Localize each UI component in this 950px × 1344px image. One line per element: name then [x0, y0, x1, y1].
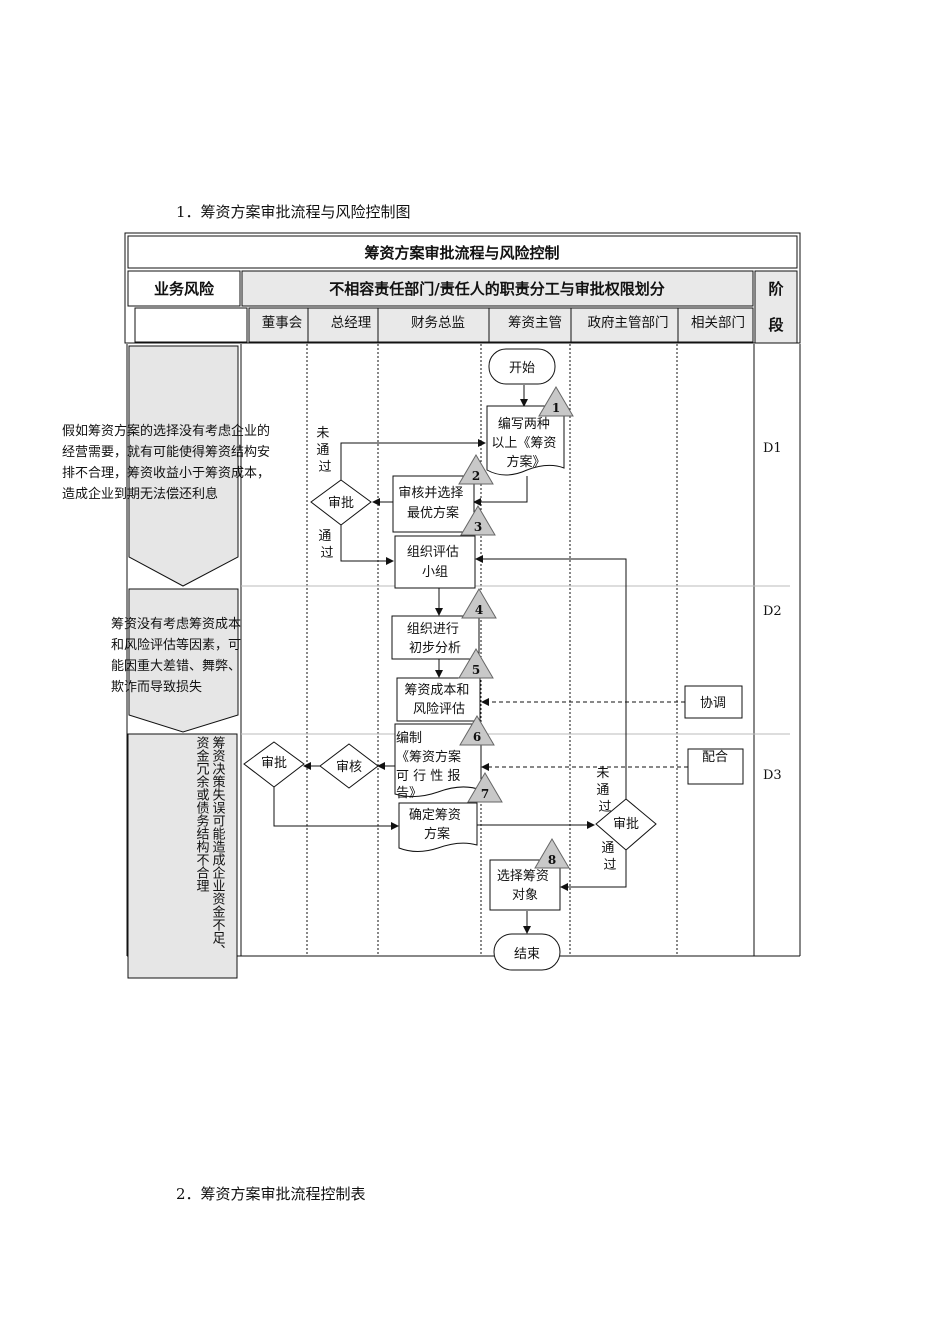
cooperate-node	[687, 748, 744, 785]
step-badge-6: 6	[459, 715, 495, 746]
write-plan-node	[486, 405, 565, 476]
flow-arrow	[340, 439, 486, 480]
stage-header-1: 阶	[768, 280, 784, 298]
step-badge-2: 2	[458, 454, 494, 485]
step-badge-7: 7	[467, 772, 503, 803]
svg-text:7: 7	[481, 787, 489, 801]
risk-text-1: 假如筹资方案的选择没有考虑企业的 经营需要，就有可能使得筹资结构安 排不合理，筹…	[62, 423, 274, 502]
stage-header-cell	[754, 270, 798, 344]
step-badge-1: 1	[538, 386, 574, 417]
cooperate-label: 配合	[702, 750, 728, 765]
stage-d3: D3	[763, 768, 782, 783]
approve-gm-label: 审批	[328, 496, 354, 511]
approve-board-node	[243, 741, 305, 788]
cost-risk-evaluation-node	[396, 677, 481, 722]
stage-d2: D2	[763, 604, 782, 619]
end-node	[493, 933, 561, 971]
risk-subheader-cell	[134, 307, 248, 343]
svg-text:2: 2	[472, 469, 480, 483]
lane-header-related: 相关部门	[691, 315, 745, 331]
svg-text:1: 1	[552, 401, 560, 415]
table-outer-frame	[124, 232, 801, 344]
section1-heading: 1．筹资方案审批流程与风险控制图	[176, 203, 411, 221]
division-header-cell	[241, 270, 754, 307]
review-node	[392, 475, 475, 533]
approve-gov-node	[595, 798, 657, 851]
svg-text:5: 5	[472, 663, 480, 677]
confirm-plan-node	[398, 802, 478, 852]
svg-text:3: 3	[474, 520, 482, 534]
risk-text-3a: 筹资决策失误可能造成企业资金不足、	[210, 735, 226, 957]
risk-shape-2	[128, 588, 239, 733]
lane-header-cfo: 财务总监	[411, 315, 465, 331]
flow-arrow	[473, 476, 528, 506]
coordinate-label: 协调	[700, 696, 726, 711]
approve-gov-label: 审批	[613, 817, 639, 832]
flow-arrow	[475, 555, 627, 799]
stage-d1: D1	[763, 441, 782, 456]
risk-shape-3	[127, 733, 238, 979]
svg-text:6: 6	[473, 730, 481, 744]
step-badge-4: 4	[461, 588, 497, 619]
svg-text:4: 4	[475, 603, 483, 617]
step-badge-8: 8	[534, 838, 570, 869]
table-title-cell	[127, 235, 798, 269]
approve-gm-node	[310, 479, 372, 526]
not-pass-label-2: 未 通 过	[596, 766, 613, 815]
lane-header-manager: 筹资主管	[508, 314, 562, 331]
flow-arrow	[340, 525, 394, 565]
analysis-node	[391, 615, 480, 660]
evaluation-team-node	[394, 535, 476, 589]
not-pass-label-1: 未 通 过	[316, 426, 333, 475]
risk-text-2: 筹资没有考虑筹资成本 和风险评估等因素，可 能因重大差错、舞弊、 欺诈而导致损失	[111, 616, 245, 695]
step-badge-3: 3	[460, 505, 496, 536]
approve-board-label: 审批	[261, 756, 287, 771]
cost-risk-evaluation-label: 筹资成本和 风险评估	[404, 682, 473, 717]
analysis-label: 组织进行 初步分析	[407, 622, 463, 656]
start-label: 开始	[509, 361, 535, 376]
division-header: 不相容责任部门/责任人的职责分工与审批权限划分	[329, 280, 664, 298]
risk-text-3b: 资金冗余或债务结构不合理	[194, 736, 210, 892]
review-label: 审核并选择 最优方案	[398, 486, 467, 521]
svg-text:8: 8	[548, 853, 556, 867]
step-badge-5: 5	[458, 648, 494, 679]
check-gm-node	[319, 743, 379, 789]
stage-header-2: 段	[768, 316, 783, 334]
evaluation-team-label: 组织评估 小组	[407, 545, 463, 580]
write-plan-label: 编写两种 以上《筹资 方案》	[491, 417, 560, 470]
risk-shape-1	[128, 345, 239, 587]
table-title: 筹资方案审批流程与风险控制	[364, 244, 559, 262]
check-gm-label: 审核	[336, 760, 362, 775]
pass-label-1: 通 过	[318, 529, 335, 561]
risk-header: 业务风险	[154, 280, 215, 298]
flow-arrow	[273, 787, 399, 830]
lane-header-gm: 总经理	[331, 315, 372, 331]
pass-label-2: 通 过	[601, 841, 618, 873]
end-label: 结束	[514, 947, 540, 962]
coordinate-node	[684, 685, 743, 719]
select-target-label: 选择筹资 对象	[497, 868, 553, 903]
lane-header-board: 董事会	[262, 315, 303, 331]
flow-arrow	[560, 850, 627, 891]
start-node	[488, 348, 556, 385]
risk-header-cell	[127, 270, 241, 307]
section2-heading: 2．筹资方案审批流程控制表	[176, 1185, 366, 1203]
compile-report-label: 编制 《筹资方案 可 行 性 报 告》	[396, 731, 465, 801]
lane-header-gov: 政府主管部门	[588, 315, 669, 331]
lane-header-row	[248, 307, 754, 343]
confirm-plan-label: 确定筹资 方案	[409, 807, 465, 842]
